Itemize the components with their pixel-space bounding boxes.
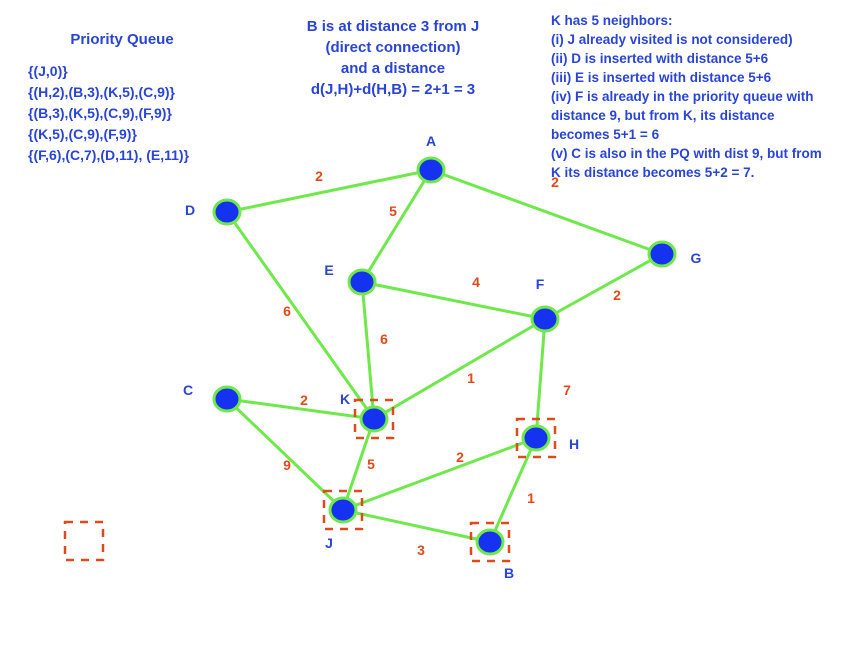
pq-line: {(B,3),(K,5),(C,9),(F,9)} <box>28 105 172 121</box>
nodes <box>212 156 677 556</box>
node-label-e: E <box>324 262 333 278</box>
edges <box>225 168 663 544</box>
edge-d-a <box>226 168 432 214</box>
pq-list: {(J,0)} {(H,2),(B,3),(K,5),(C,9)} {(B,3)… <box>28 63 190 163</box>
node-k <box>359 405 389 433</box>
node-label-j: J <box>325 535 333 551</box>
weight-j-b: 3 <box>417 542 425 558</box>
node-b <box>475 528 505 556</box>
node-f <box>530 305 560 333</box>
edge-k-j <box>341 418 376 511</box>
note-k-line: (i) J already visited is not considered) <box>551 32 793 47</box>
note-b-line: B is at distance 3 from J <box>307 18 480 35</box>
node-label-f: F <box>536 276 545 292</box>
note-k-line: K its distance becomes 5+2 = 7. <box>551 165 754 180</box>
pq-line: {(H,2),(B,3),(K,5),(C,9)} <box>28 84 176 100</box>
edge-f-k <box>373 317 546 421</box>
edge-j-b <box>342 508 491 544</box>
note-k-line: (ii) D is inserted with distance 5+6 <box>551 51 769 66</box>
note-k-line: (iv) F is already in the priority queue … <box>551 89 814 104</box>
legend-marker <box>63 520 105 562</box>
weight-c-k: 2 <box>300 392 308 408</box>
node-e <box>347 268 377 296</box>
edge-h-b <box>488 437 538 543</box>
node-label-c: C <box>183 382 193 398</box>
weight-f-h: 7 <box>563 382 571 398</box>
weight-a-g: 2 <box>551 174 559 190</box>
note-k: K has 5 neighbors: (i) J already visited… <box>551 13 822 180</box>
node-a <box>416 156 446 184</box>
weight-d-a: 2 <box>315 168 323 184</box>
edge-g-f <box>544 252 663 321</box>
visited-markers <box>63 398 557 563</box>
node-c <box>212 385 242 413</box>
note-b-line: (direct connection) <box>325 39 460 56</box>
weight-d-k: 6 <box>283 303 291 319</box>
edge-a-g <box>430 168 663 256</box>
edge-weights: 2 5 2 4 2 6 6 1 7 2 9 5 2 1 3 <box>283 168 621 558</box>
note-k-line: (iii) E is inserted with distance 5+6 <box>551 70 772 85</box>
edge-e-k <box>360 281 376 420</box>
edge-c-k <box>226 397 375 421</box>
weight-e-k: 6 <box>380 331 388 347</box>
weight-c-j: 9 <box>283 457 291 473</box>
marker-j <box>322 489 364 531</box>
edge-j-h <box>342 436 537 512</box>
weight-h-b: 1 <box>527 490 535 506</box>
note-k-line: (v) C is also in the PQ with dist 9, but… <box>551 146 822 161</box>
weight-g-f: 2 <box>613 287 621 303</box>
marker-b <box>469 521 511 563</box>
weight-j-h: 2 <box>456 449 464 465</box>
note-k-line: becomes 5+1 = 6 <box>551 127 660 142</box>
node-label-g: G <box>691 250 702 266</box>
node-label-a: A <box>426 133 436 149</box>
node-h <box>521 424 551 452</box>
node-labels: A D G E F C K H J B <box>183 133 702 581</box>
node-g <box>647 240 677 268</box>
edge-e-f <box>361 280 546 321</box>
note-b-line: d(J,H)+d(H,B) = 2+1 = 3 <box>311 81 475 98</box>
edge-d-k <box>225 211 376 420</box>
marker-k <box>353 398 395 440</box>
edge-a-e <box>360 169 433 283</box>
weight-a-e: 5 <box>389 203 397 219</box>
pq-line: {(J,0)} <box>28 63 68 79</box>
note-b: B is at distance 3 from J (direct connec… <box>307 18 480 98</box>
node-label-b: B <box>504 565 514 581</box>
weight-f-k: 1 <box>467 370 475 386</box>
marker-h <box>515 417 557 459</box>
pq-line: {(F,6),(C,7),(D,11), (E,11)} <box>28 147 190 163</box>
node-label-h: H <box>569 436 579 452</box>
weight-e-f: 4 <box>472 274 480 290</box>
node-j <box>328 496 358 524</box>
note-b-line: and a distance <box>341 60 445 77</box>
pq-title: Priority Queue <box>70 31 173 48</box>
pq-line: {(K,5),(C,9),(F,9)} <box>28 126 137 142</box>
node-d <box>212 198 242 226</box>
note-k-line: K has 5 neighbors: <box>551 13 673 28</box>
weight-k-j: 5 <box>367 456 375 472</box>
node-label-d: D <box>185 202 195 218</box>
note-k-line: distance 9, but from K, its distance <box>551 108 775 123</box>
node-label-k: K <box>340 391 350 407</box>
edge-c-j <box>225 397 345 512</box>
